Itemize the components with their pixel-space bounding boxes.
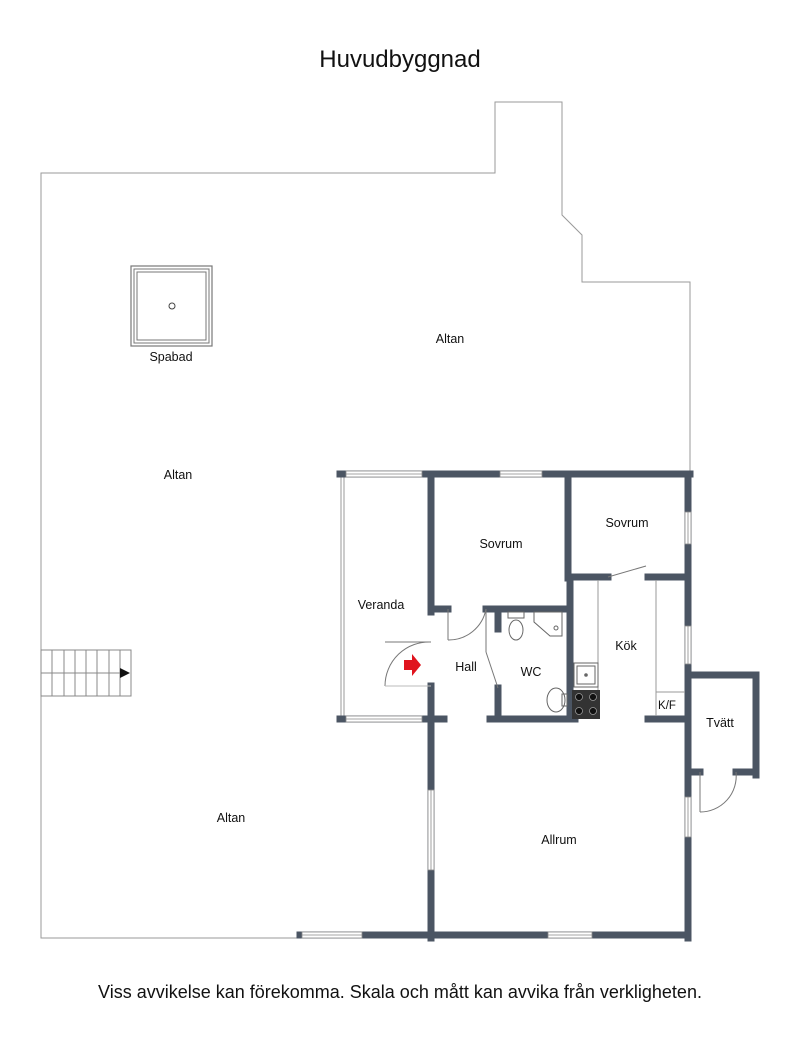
label-spabad: Spabad: [149, 350, 192, 364]
windows: [301, 470, 692, 939]
spa-bath: [130, 265, 213, 347]
label-tvatt: Tvätt: [706, 716, 734, 730]
label-kf: K/F: [658, 700, 676, 712]
label-allrum: Allrum: [541, 833, 576, 847]
entrance-arrow-icon: [404, 654, 421, 676]
disclaimer: Viss avvikelse kan förekomma. Skala och …: [98, 982, 702, 1002]
veranda-frame: [340, 476, 345, 719]
label-altan-bottom: Altan: [217, 811, 246, 825]
label-sovrum-2: Sovrum: [605, 516, 648, 530]
kitchen-fixtures: [572, 580, 685, 719]
plan-title: Huvudbyggnad: [319, 46, 481, 73]
stairs-icon: [40, 649, 132, 697]
label-veranda: Veranda: [358, 598, 405, 612]
label-sovrum-1: Sovrum: [479, 537, 522, 551]
wc-fixtures: [507, 611, 568, 713]
label-hall: Hall: [455, 660, 477, 674]
label-altan-left: Altan: [164, 468, 193, 482]
label-kok: Kök: [615, 639, 637, 653]
doors: [384, 565, 737, 813]
label-wc: WC: [521, 665, 542, 679]
deck-outline: [40, 101, 691, 939]
label-altan-top: Altan: [436, 332, 465, 346]
